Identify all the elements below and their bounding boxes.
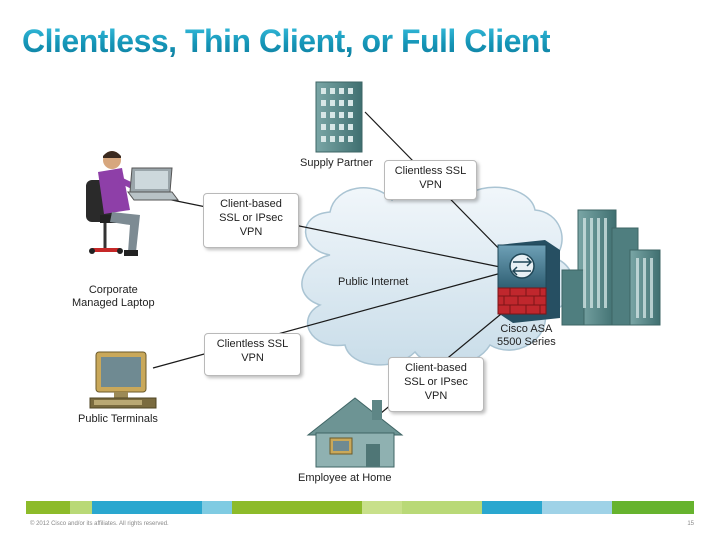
- corporate-hq-building-icon: [561, 209, 661, 326]
- employee-at-home-label: Employee at Home: [298, 472, 392, 484]
- footer-segment: [362, 501, 402, 514]
- footer-color-bar: [26, 501, 694, 514]
- footer-segment: [70, 501, 92, 514]
- public-internet-label: Public Internet: [338, 276, 409, 288]
- footer-segment: [232, 501, 362, 514]
- footer-segment: [26, 501, 70, 514]
- public-terminal-icon: [89, 351, 157, 409]
- page-number: 15: [687, 521, 694, 527]
- corporate-laptop-user-icon: [86, 151, 179, 256]
- footer-segment: [402, 501, 482, 514]
- supply-partner-building-icon: [315, 81, 363, 153]
- footer-segment: [202, 501, 232, 514]
- public-terminals-label: Public Terminals: [78, 413, 158, 425]
- footer-segment: [482, 501, 542, 514]
- footer-segment: [92, 501, 202, 514]
- footer-segment: [542, 501, 612, 514]
- home-house-icon: [306, 397, 404, 468]
- page-title: Clientless, Thin Client, or Full Client: [22, 23, 551, 59]
- copyright-text: © 2012 Cisco and/or its affiliates. All …: [30, 521, 169, 527]
- cisco-asa-firewall-icon: [497, 240, 560, 323]
- footer-segment: [612, 501, 694, 514]
- supply-partner-label: Supply Partner: [300, 157, 373, 169]
